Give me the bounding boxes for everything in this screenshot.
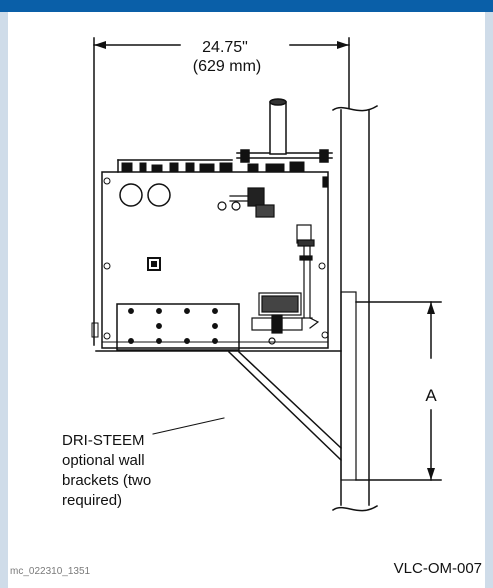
bracket-label-line-4: required) xyxy=(62,492,122,509)
fill-valve xyxy=(217,176,328,218)
left-border xyxy=(0,12,8,588)
width-inches-label: 24.75" xyxy=(202,39,248,56)
height-a-label: A xyxy=(425,386,437,405)
drawing-code-right: VLC-OM-007 xyxy=(393,560,482,577)
wall-plate xyxy=(340,291,357,481)
bracket-label-line-2: optional wall xyxy=(62,452,145,469)
indicator-light-icon xyxy=(147,257,161,271)
header-band xyxy=(0,0,493,12)
drain-valve xyxy=(251,292,303,345)
drawing-panel xyxy=(8,12,485,588)
gauge-right-icon xyxy=(147,183,171,207)
humidifier-cabinet xyxy=(101,171,329,349)
width-mm-label: (629 mm) xyxy=(193,58,261,75)
cover-plate xyxy=(116,303,240,351)
gauge-left-icon xyxy=(119,183,143,207)
bracket-label-line-3: brackets (two xyxy=(62,472,151,489)
bracket-leader xyxy=(152,417,225,435)
bracket-label-line-1: DRI-STEEM xyxy=(62,432,145,449)
drain-pipe xyxy=(296,224,320,329)
height-dimension xyxy=(355,301,442,481)
right-border xyxy=(485,12,493,588)
width-dimension xyxy=(93,37,350,346)
wall xyxy=(331,104,379,512)
top-components xyxy=(121,161,305,173)
drawing-code-left: mc_022310_1351 xyxy=(10,566,91,577)
wall-bracket xyxy=(95,350,343,462)
steam-outlet-pipe xyxy=(269,98,287,155)
